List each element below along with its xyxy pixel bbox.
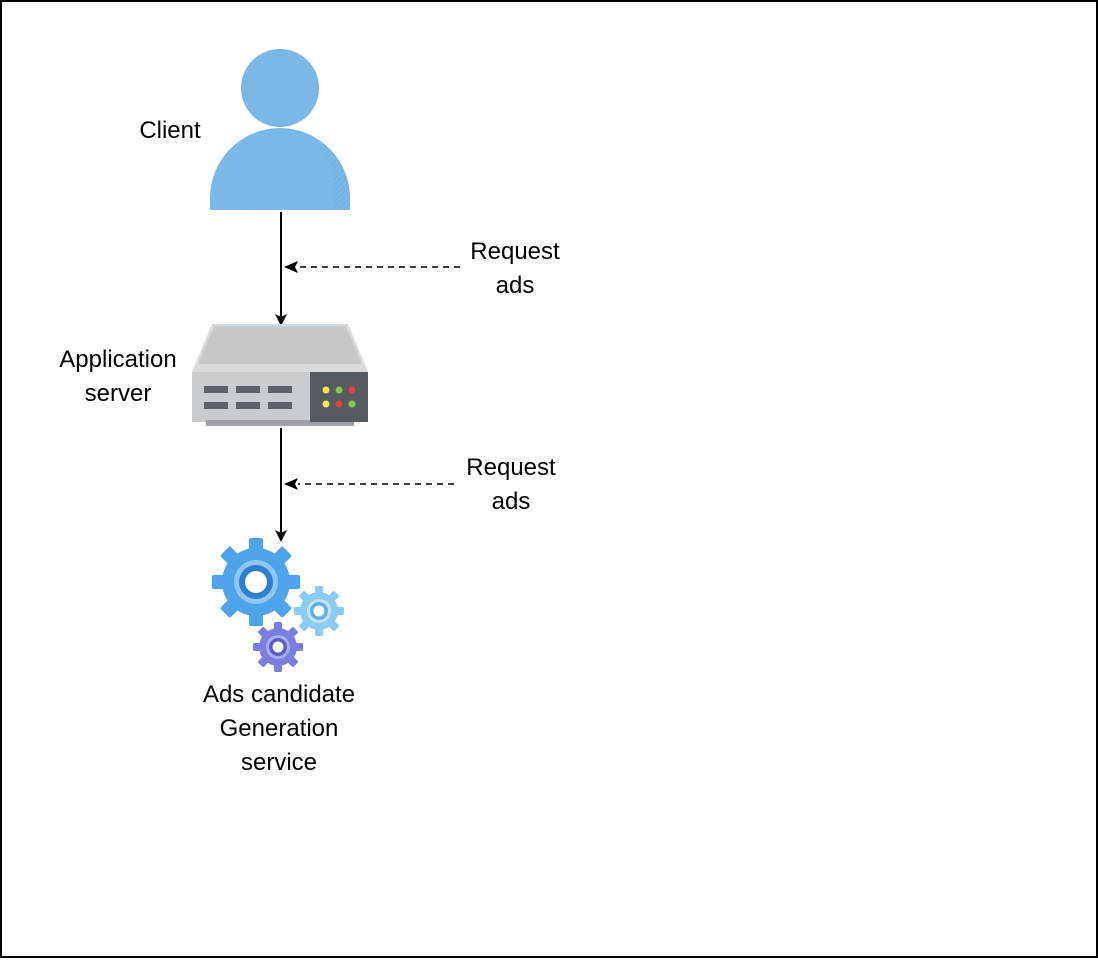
- app-server-label-line-2: server: [84, 380, 152, 407]
- edge-label-2-line-2: ads: [491, 488, 531, 515]
- client-label: Client: [112, 114, 228, 148]
- client-label-text: Client: [139, 117, 201, 144]
- ads-service-label-line-2: Generation: [219, 715, 339, 742]
- edge-label-2: Request ads: [446, 451, 576, 519]
- ads-service-label: Ads candidate Generation service: [168, 678, 390, 780]
- edge-label-2-line-1: Request: [466, 454, 556, 481]
- ads-service-label-line-1: Ads candidate: [202, 681, 356, 708]
- edge-label-1-line-2: ads: [495, 272, 535, 299]
- request-indicator-arrow-2: [284, 478, 454, 490]
- gears-icon: [212, 538, 344, 672]
- edge-label-1-line-1: Request: [470, 238, 560, 265]
- app-server-label-line-1: Application: [59, 346, 177, 373]
- edge-label-1: Request ads: [450, 235, 580, 303]
- user-icon: [210, 49, 350, 210]
- ads-service-label-line-3: service: [240, 749, 318, 776]
- request-indicator-arrow-1: [284, 261, 460, 273]
- server-icon: [192, 324, 368, 426]
- app-server-label: Application server: [38, 343, 198, 411]
